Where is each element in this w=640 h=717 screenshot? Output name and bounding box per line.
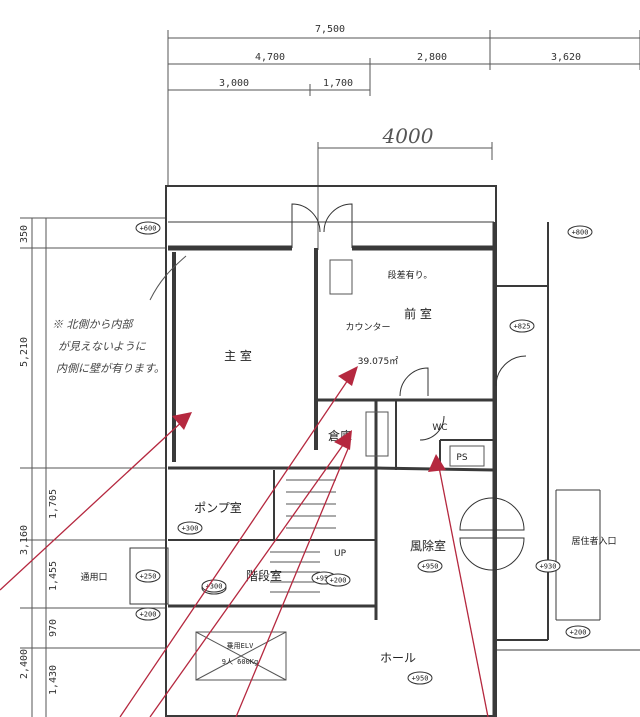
level-tag-label: +950 bbox=[412, 675, 429, 683]
dim-left-2400: 2,400 bbox=[19, 649, 30, 679]
label-elevator-1: 乗用ELV bbox=[227, 641, 254, 650]
level-tag-oval bbox=[135, 607, 161, 621]
note-line-3: 内側に壁が有ります。 bbox=[56, 362, 165, 375]
level-tag-oval bbox=[535, 559, 561, 573]
dim-left-970: 970 bbox=[48, 619, 59, 637]
dim-left-1455: 1,455 bbox=[48, 561, 59, 591]
left-dimensions: 5,210 3,160 2,400 350 1,705 1,455 970 1,… bbox=[19, 217, 166, 717]
note-line-1: ※ 北側から内部 bbox=[52, 318, 134, 331]
level-tag-label: +200 bbox=[140, 611, 157, 619]
doors bbox=[291, 203, 527, 571]
dim-left-5210: 5,210 bbox=[19, 337, 30, 367]
level-tag-label: +950 bbox=[316, 575, 333, 583]
label-counter: カウンター bbox=[345, 322, 390, 333]
note-line-2: が見えないように bbox=[58, 340, 147, 353]
label-elevator-2: 9人 600Kg bbox=[222, 658, 259, 666]
label-ps: PS bbox=[456, 453, 467, 463]
label-stairs: 階段室 bbox=[246, 568, 282, 583]
walls bbox=[129, 185, 640, 717]
level-tag-oval bbox=[177, 521, 203, 535]
level-tag-label: +800 bbox=[572, 229, 589, 237]
label-resident-entrance: 居住者入口 bbox=[571, 535, 616, 547]
level-tag-oval bbox=[135, 221, 161, 235]
level-tags: +600+300+800+825+930+300+250+300+950+950… bbox=[135, 221, 593, 685]
level-tag-oval bbox=[417, 559, 443, 573]
label-windbreak: 風除室 bbox=[410, 538, 446, 553]
dim-left-1430: 1,430 bbox=[48, 665, 59, 695]
level-tag-oval bbox=[325, 573, 351, 587]
level-tag-label: +200 bbox=[330, 577, 347, 585]
dim-left-1705: 1,705 bbox=[48, 489, 59, 519]
level-tag-label: +600 bbox=[140, 225, 157, 233]
level-tag-oval bbox=[407, 671, 433, 685]
top-dimensions: 7,500 4,700 2,800 3,620 3,000 1,700 4000 bbox=[167, 24, 640, 250]
label-hall: ホール bbox=[380, 651, 416, 665]
level-tag-label: +930 bbox=[540, 563, 557, 571]
label-area: 39.075㎡ bbox=[358, 356, 399, 367]
level-tag-oval bbox=[135, 569, 161, 583]
level-tag-oval bbox=[567, 225, 593, 239]
dim-top-4700: 4,700 bbox=[255, 52, 285, 63]
dim-left-3160: 3,160 bbox=[19, 525, 30, 555]
dim-left-350: 350 bbox=[19, 225, 30, 243]
red-arrows bbox=[0, 366, 489, 717]
label-main-room: 主 室 bbox=[224, 348, 252, 363]
dim-top-2800: 2,800 bbox=[417, 52, 447, 63]
label-service-entrance: 通用口 bbox=[80, 572, 107, 583]
dim-top-total: 7,500 bbox=[315, 24, 345, 35]
level-tag-label: +825 bbox=[514, 323, 531, 331]
handwritten-note: ※ 北側から内部 が見えないように 内側に壁が有ります。 bbox=[52, 255, 187, 375]
level-tag-label: +250 bbox=[140, 573, 157, 581]
level-tag-label: +200 bbox=[570, 629, 587, 637]
level-tag-oval bbox=[201, 579, 227, 593]
label-front-room: 前 室 bbox=[404, 306, 432, 321]
dim-top-3000: 3,000 bbox=[219, 78, 249, 89]
dim-handwritten-4000: 4000 bbox=[382, 124, 434, 148]
level-tag-label: +950 bbox=[422, 563, 439, 571]
level-tag-label: +300 bbox=[206, 583, 223, 591]
dim-top-3620: 3,620 bbox=[551, 52, 581, 63]
stair-treads bbox=[270, 479, 336, 593]
label-wc: WC bbox=[432, 423, 447, 433]
label-pump-room: ポンプ室 bbox=[194, 500, 242, 515]
level-tag-oval bbox=[565, 625, 591, 639]
level-tag-label: +300 bbox=[182, 525, 199, 533]
level-tag-oval bbox=[509, 319, 535, 333]
label-up: UP bbox=[334, 549, 347, 559]
label-step-note: 段差有り。 bbox=[388, 269, 433, 281]
dim-top-1700: 1,700 bbox=[323, 78, 353, 89]
